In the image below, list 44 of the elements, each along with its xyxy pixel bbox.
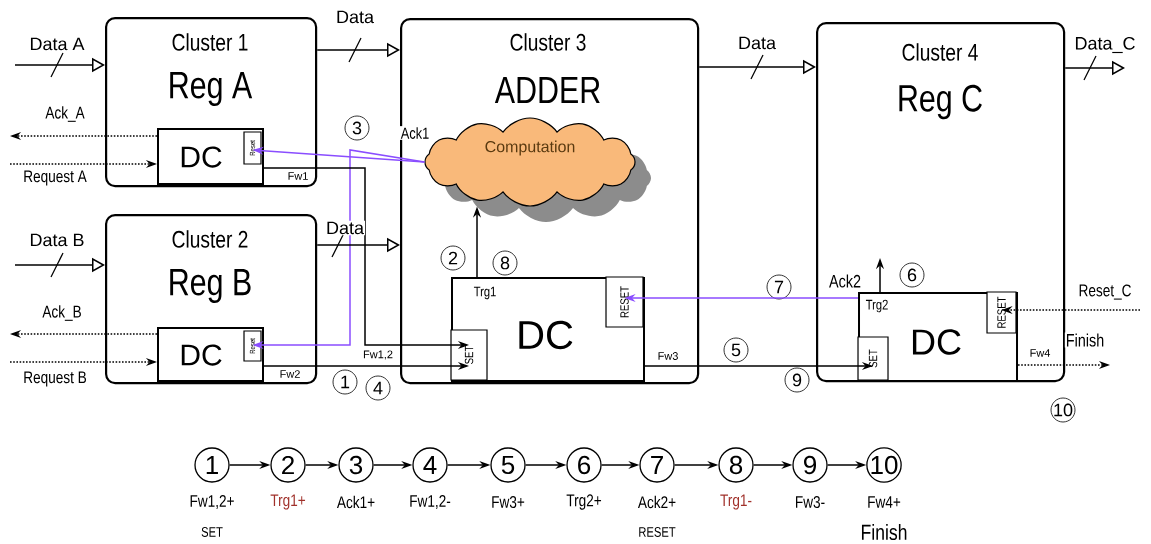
step-caption: Fw4+: [868, 496, 901, 508]
edge-label: Reset_C: [1077, 283, 1133, 301]
signal-label: Fw1,2: [363, 350, 393, 360]
edge-label: Request A: [22, 169, 88, 187]
step-caption: Fw1,2+: [190, 495, 234, 510]
edge-label: Data B: [28, 232, 86, 248]
block-name: Reg C: [899, 84, 982, 120]
step-caption: SET: [201, 527, 223, 537]
cluster-title: Cluster 1: [172, 33, 248, 51]
block-name: Reg A: [170, 72, 253, 106]
cluster-title: Cluster 2: [172, 230, 248, 248]
edge-label: Ack2: [828, 273, 862, 289]
port-box: SET: [857, 336, 889, 381]
edge-label: Data: [325, 220, 365, 236]
edge-label: Ack_A: [44, 105, 86, 123]
edge-label: Data A: [28, 36, 86, 52]
edge-label: Finish: [1064, 332, 1106, 348]
signal-label: Fw4: [1030, 349, 1051, 357]
step-caption: Trg1+: [270, 494, 306, 510]
edge-label: Data_C: [1073, 35, 1137, 55]
edge-label: Ack1: [399, 126, 431, 140]
edge-label: Data: [737, 35, 777, 51]
step-caption: Trg2+: [566, 494, 602, 510]
step-caption: RESET: [639, 527, 676, 537]
port-box: RESET: [986, 291, 1017, 334]
step-caption: Ack2+: [637, 495, 676, 509]
step-caption: Fw1,2-: [410, 495, 451, 510]
port-box: RESET: [605, 276, 644, 328]
cluster-title: Cluster 3: [510, 33, 586, 51]
edge-label: Fw3: [656, 351, 680, 361]
edge-label: Fw2: [278, 369, 302, 379]
block-name: ADDER: [494, 76, 600, 104]
edge-label: Request B: [22, 370, 88, 388]
step-caption: Fw3-: [796, 496, 825, 509]
edge-label: Data: [335, 9, 375, 25]
cluster-title: Cluster 4: [902, 43, 978, 61]
step-caption: Finish: [862, 523, 907, 541]
port-box: SET: [450, 329, 488, 381]
block-name: Reg B: [170, 269, 251, 303]
step-caption: Trg1-: [720, 494, 752, 510]
edge-label: Fw1: [286, 171, 310, 181]
step-caption: Ack1+: [336, 495, 375, 509]
step-caption: Fw3+: [492, 496, 525, 509]
edge-label: Ack_B: [41, 304, 83, 322]
